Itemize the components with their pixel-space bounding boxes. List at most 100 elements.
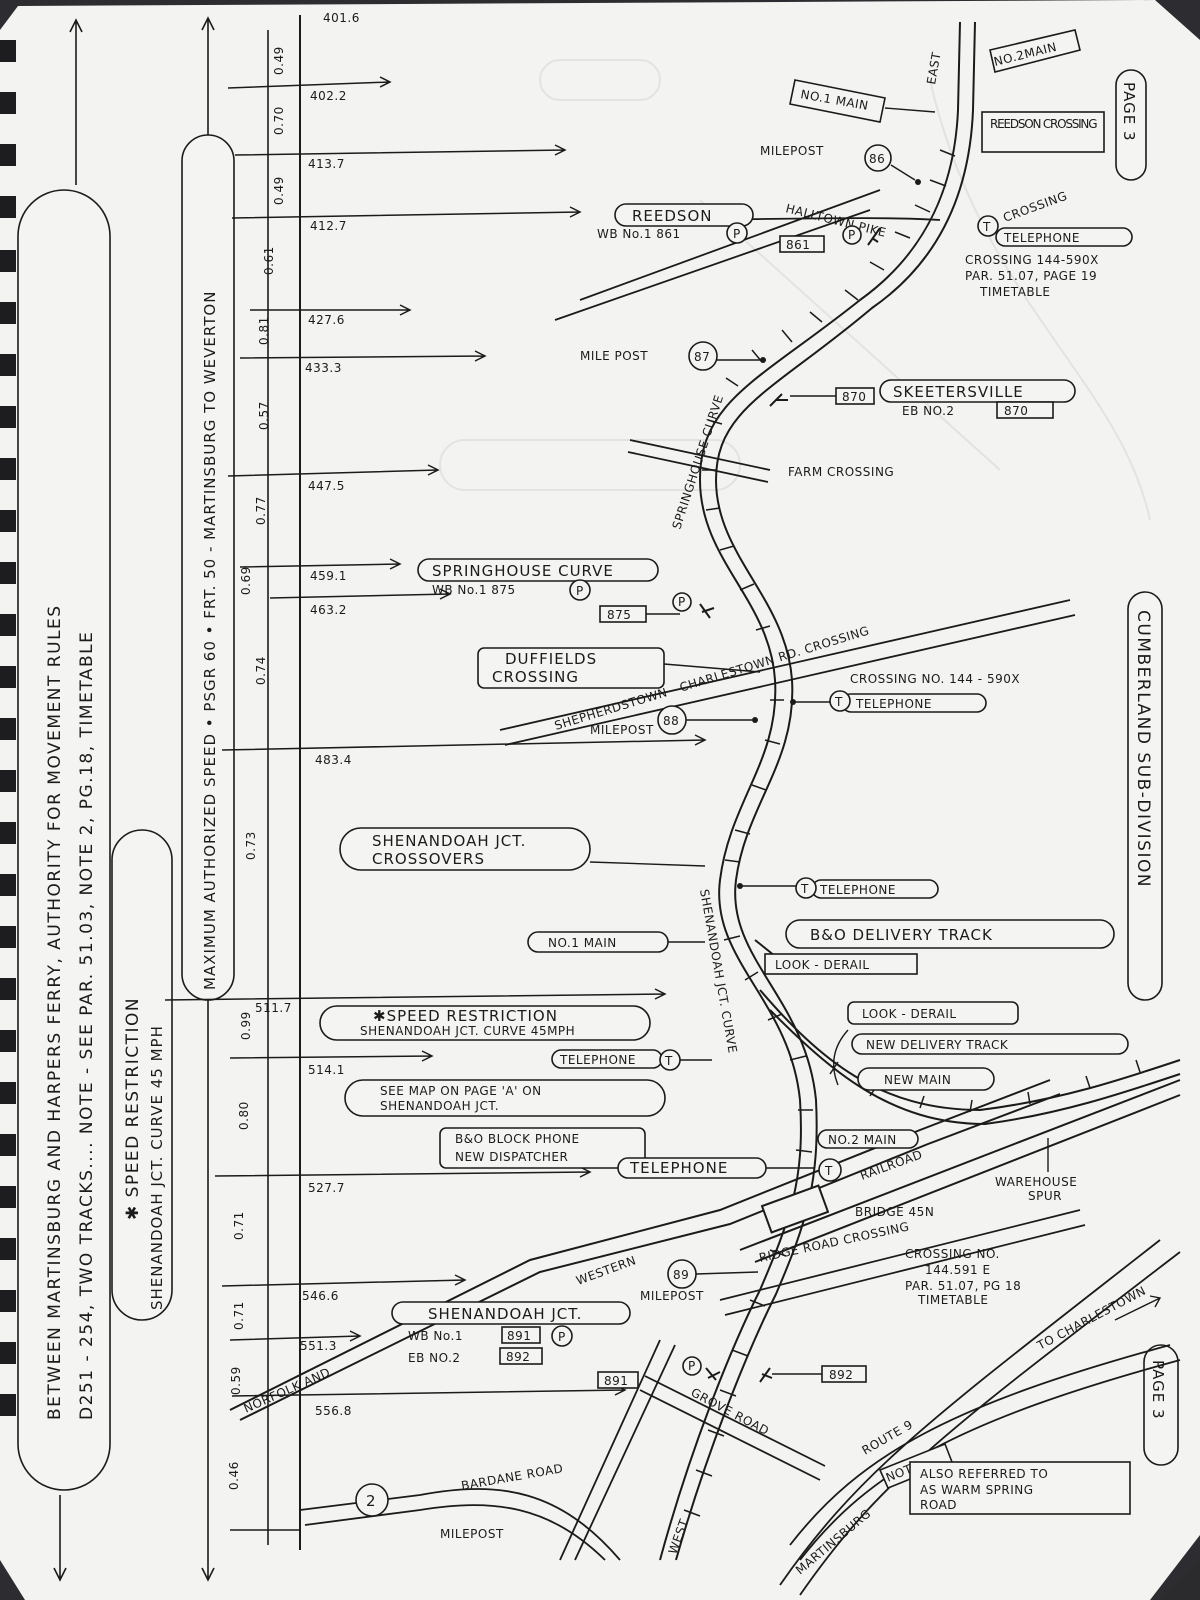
- telephone-1-label: TELEPHONE: [1003, 231, 1080, 245]
- no1-main-label: NO.1 MAIN: [548, 936, 617, 950]
- distance-label: 0.80: [237, 1101, 251, 1130]
- reedson-crossing-line-1: REEDSON CROSSING: [990, 117, 1098, 131]
- telephone-3-t: T: [800, 882, 809, 896]
- milepost-label: 527.7: [308, 1181, 345, 1195]
- skeetersville-box: [879, 379, 1076, 403]
- distance-label: 0.71: [232, 1301, 246, 1330]
- distance-label: 0.61: [262, 246, 276, 275]
- speed-restriction-line-2: SHENANDOAH JCT. CURVE 45 MPH: [148, 1025, 166, 1310]
- milepost-label: 427.6: [308, 313, 345, 327]
- signal-p-875-text: P: [678, 595, 686, 609]
- page-label-top-text: PAGE 3: [1120, 82, 1138, 142]
- signal-p-reedson: [726, 222, 748, 244]
- telephone-4-label: TELEPHONE: [559, 1053, 636, 1067]
- see-map-line-1: SEE MAP ON PAGE 'A' ON: [380, 1084, 542, 1098]
- title-line-2: D251 - 254, TWO TRACKS.... NOTE - SEE PA…: [77, 631, 97, 1420]
- no2-main-box: [817, 1129, 919, 1149]
- speed-restr-box-1: ✱SPEED RESTRICTION: [373, 1007, 558, 1025]
- shen-crossovers-line-1: SHENANDOAH JCT.: [372, 832, 526, 850]
- milepost-label: 483.4: [315, 753, 352, 767]
- binding-holes: [0, 40, 16, 1416]
- milepost-87-label: MILE POST: [580, 349, 648, 363]
- main-track: [659, 21, 976, 1561]
- telephone-2-label: TELEPHONE: [855, 697, 932, 711]
- bo-block-line-1: B&O BLOCK PHONE: [455, 1132, 580, 1146]
- east-label: EAST: [924, 51, 944, 86]
- par-1: PAR. 51.07, PAGE 19: [965, 269, 1097, 283]
- warehouse-2: SPUR: [1028, 1189, 1062, 1203]
- distance-label: 0.73: [244, 831, 258, 860]
- see-map-line-2: SHENANDOAH JCT.: [380, 1099, 499, 1113]
- shen-jct-label: SHENANDOAH JCT.: [428, 1305, 582, 1323]
- branch-tracks: [739, 939, 1181, 1263]
- look-derail-2-label: LOOK - DERAIL: [862, 1007, 957, 1021]
- distance-label: 0.59: [229, 1366, 243, 1395]
- telephone-3-icon: [795, 877, 817, 899]
- milepost-87-number: 87: [694, 350, 710, 364]
- wb-shen-num: 891: [507, 1329, 531, 1343]
- speed-restriction-capsule: ✱ SPEED RESTRICTION SHENANDOAH JCT. CURV…: [111, 829, 173, 1321]
- title-capsule: BETWEEN MARTINSBURG AND HARPERS FERRY, A…: [17, 18, 111, 1582]
- distance-labels: 0.49 0.70 0.49 0.61 0.81 0.57 0.77 0.69 …: [227, 46, 286, 1490]
- eb-skeeters: EB NO.2: [902, 404, 955, 418]
- farm-crossing: FARM CROSSING: [788, 465, 894, 479]
- eb-shen-num-box: [499, 1347, 543, 1365]
- new-delivery-box: [851, 1033, 1129, 1055]
- shen-jct-box: [391, 1301, 631, 1325]
- milepost-86-number: 86: [869, 152, 885, 166]
- distance-label: 0.77: [254, 496, 268, 525]
- note-text-2: AS WARM SPRING: [920, 1483, 1034, 1497]
- milepost-label: 551.3: [300, 1339, 337, 1353]
- wb-springhouse: WB No.1 875: [432, 583, 516, 597]
- bo-delivery-box: [785, 919, 1115, 949]
- milepost-label: 463.2: [310, 603, 347, 617]
- eb-shen: EB NO.2: [408, 1351, 461, 1365]
- duffields-box: [477, 647, 665, 689]
- wb-shen-num-box: [501, 1326, 541, 1344]
- telephone-1-t: T: [982, 220, 991, 234]
- speed-restriction-line-1: ✱ SPEED RESTRICTION: [123, 997, 143, 1220]
- sig-861-box: [779, 235, 825, 253]
- bo-block-box: [439, 1127, 646, 1169]
- duffields-line-2: CROSSING: [492, 668, 579, 686]
- milepost-label: 514.1: [308, 1063, 345, 1077]
- distance-label: 0.99: [239, 1011, 253, 1040]
- reedson-crossing-box: [981, 111, 1105, 153]
- subdivision-label: CUMBERLAND SUB-DIVISION: [1127, 591, 1163, 1001]
- speed-restr-box: [319, 1005, 651, 1041]
- milepost-label: 433.3: [305, 361, 342, 375]
- crossing-591-2: 144.591 E: [925, 1263, 991, 1277]
- milepost-label: 459.1: [310, 569, 347, 583]
- sig-875: 875: [607, 608, 631, 622]
- distance-label: 0.81: [257, 316, 271, 345]
- milepost-label: 413.7: [308, 157, 345, 171]
- milepost-89-label: MILEPOST: [640, 1289, 704, 1303]
- page-label-top: PAGE 3: [1115, 69, 1147, 181]
- see-map-box: [344, 1079, 666, 1117]
- distance-label: 0.69: [239, 566, 253, 595]
- eb-shen-num: 892: [506, 1350, 530, 1364]
- new-main-label: NEW MAIN: [884, 1073, 951, 1087]
- sig-892: 892: [829, 1368, 853, 1382]
- page-label-bottom-text: PAGE 3: [1149, 1360, 1167, 1420]
- timetable-1: TIMETABLE: [979, 285, 1050, 299]
- telephone-1-icon: [977, 215, 999, 237]
- distance-label: 0.70: [272, 106, 286, 135]
- no2-main-label: NO.2 MAIN: [828, 1133, 897, 1147]
- new-main-box: [857, 1067, 995, 1091]
- sig-861: 861: [786, 238, 810, 252]
- milepost-label: 412.7: [310, 219, 347, 233]
- sig-870-box: [835, 387, 875, 405]
- look-derail-1-box: [764, 953, 918, 975]
- sig-891: 891: [604, 1374, 628, 1388]
- milepost-89-number: 89: [673, 1268, 689, 1282]
- signal-p-shen: [551, 1325, 573, 1347]
- signal-p-shen-text: P: [558, 1330, 566, 1344]
- distance-label: 0.74: [254, 656, 268, 685]
- sig-870: 870: [842, 390, 866, 404]
- distance-label: 0.49: [272, 46, 286, 75]
- reedson-box: [614, 203, 754, 227]
- skeetersville-label: SKEETERSVILLE: [893, 383, 1024, 401]
- distance-label: 0.46: [227, 1461, 241, 1490]
